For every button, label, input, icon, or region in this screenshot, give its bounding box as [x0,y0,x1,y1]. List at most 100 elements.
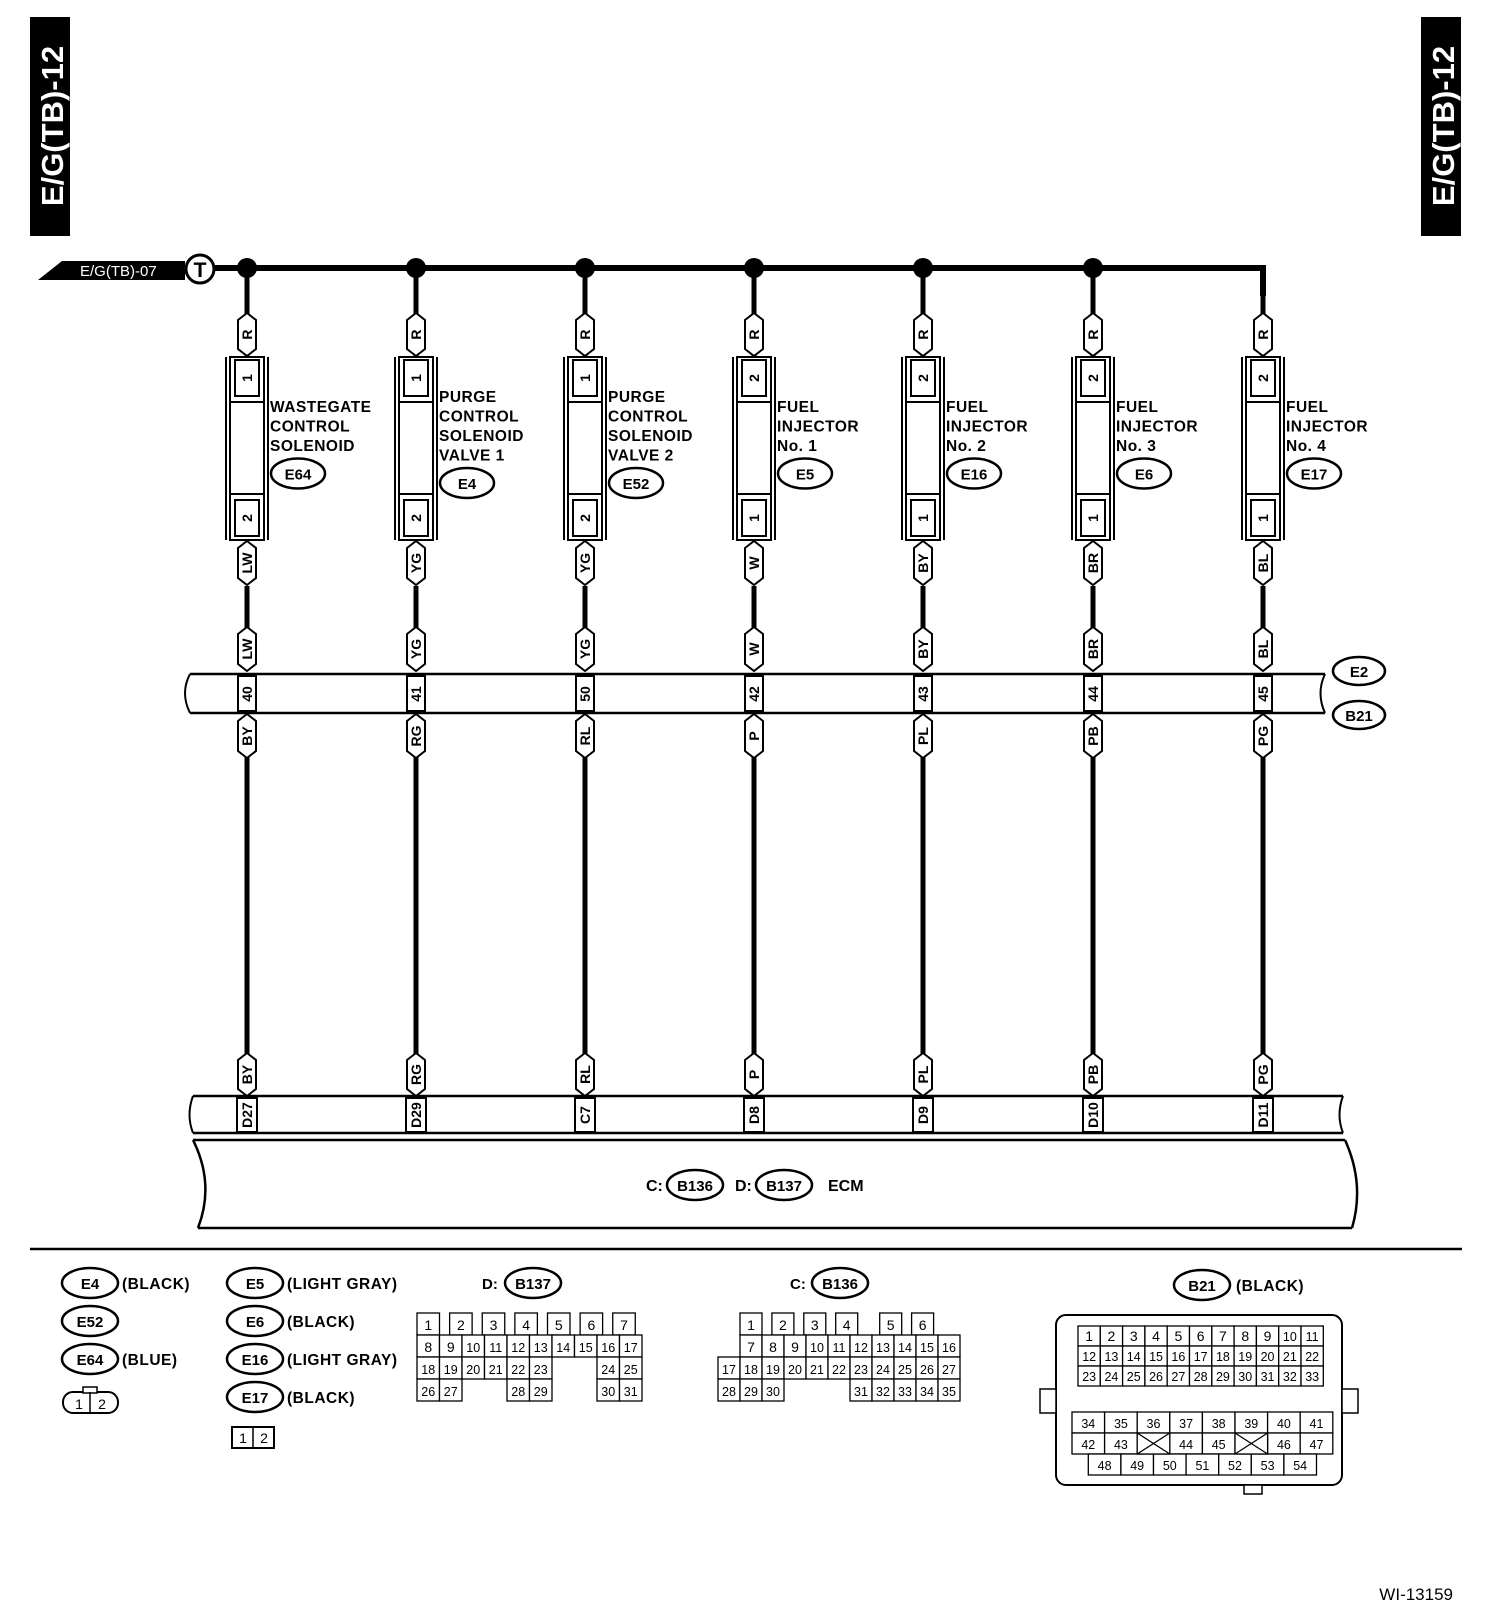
wire-color-ecm: RG [406,1051,426,1098]
pin-number: 50 [1163,1459,1177,1473]
pin-number: 15 [920,1341,934,1355]
joint-pin-cell [1253,675,1273,712]
component-label-line: INJECTOR [777,419,859,436]
pin-number: 9 [791,1339,799,1355]
wire-color-b21: BY [237,712,257,760]
pin-number: 49 [1130,1459,1144,1473]
legend-b137-id: B137 [515,1276,551,1293]
joint-pin-number: 45 [1255,686,1271,702]
joint-connector-e2: E2 [1331,655,1387,687]
legend-pin: 2 [260,1430,268,1446]
pin-number: 5 [1174,1328,1182,1344]
component-label-line: SOLENOID [608,428,693,445]
joint-pin-number: 40 [239,686,255,702]
pin-number: 5 [887,1317,895,1333]
component-label-line: CONTROL [439,409,519,426]
b21-latch-right [1341,1388,1359,1414]
pin-number: 27 [942,1363,956,1377]
legend-oval [225,1304,285,1338]
pin-number: 8 [769,1339,777,1355]
wire-color-mid: BY [913,539,933,587]
pin-number: 25 [1127,1370,1141,1384]
joint-pin-cell [575,675,595,712]
ecm-c-connector: B136 [677,1178,713,1195]
legend-b136-id: B136 [822,1276,858,1293]
pin-number: 33 [898,1385,912,1399]
legend-b21-id: B21 [1188,1278,1216,1295]
joint-pin-cell [237,675,257,712]
legend-oval [1172,1268,1232,1302]
ecm-c-prefix: C: [646,1178,663,1195]
legend-b137-prefix: D: [482,1276,498,1293]
pin-number: 8 [1241,1328,1249,1344]
wire-color-top: R [913,311,933,358]
legend-oval [60,1304,120,1338]
pin-number: 1 [747,1317,755,1333]
component-label-line: INJECTOR [1286,419,1368,436]
component-label-line: FUEL [946,399,988,416]
wire-color-e2-text: BY [915,639,931,659]
pin-cell [438,1378,463,1402]
source-reference: E/G(TB)-07 T [38,253,216,285]
connector-oval [269,457,327,490]
page-tab-left-label: E/G(TB)-12 [35,46,70,206]
pin-number: 7 [747,1339,755,1355]
pin-number: 27 [444,1385,458,1399]
wire-color-mid-text: BR [1085,553,1101,573]
pin-number: 28 [1194,1370,1208,1384]
pin-number: 10 [1283,1330,1297,1344]
legend-connector-color: (BLACK) [287,1314,355,1331]
pin-number: 23 [1082,1370,1096,1384]
wire-color-mid-text: BY [915,553,931,573]
wire-color-top-text: R [915,329,931,339]
pin-number: 6 [587,1317,595,1333]
legend-connector-id: E64 [77,1352,104,1369]
component-label-line: CONTROL [608,409,688,426]
pin-cell [1300,1365,1324,1387]
connector-oval [1115,457,1173,490]
legend-oval [60,1342,120,1376]
pin-number: 43 [1114,1438,1128,1452]
pin-cell [618,1378,643,1402]
wire-color-e2: W [744,625,764,673]
ecm-pin-number: D10 [1085,1102,1101,1128]
pin-number: 9 [1264,1328,1272,1344]
pin-number: 1 [1085,1328,1093,1344]
ecm-pin-number: D8 [746,1106,762,1124]
joint-connector-b21-label: B21 [1345,708,1373,725]
connector-id: E6 [1135,467,1153,484]
joint-connector-e2-label: E2 [1350,664,1368,681]
wire-color-top-text: R [1255,329,1271,339]
pin-number: 4 [843,1317,851,1333]
pin-number: 7 [620,1317,628,1333]
pin-number: 24 [601,1363,615,1377]
pin-number: 29 [534,1385,548,1399]
circuit-e64: R12LWLW40BYBYD27WASTEGATECONTROLSOLENOID… [225,258,371,1133]
pin-bottom-number: 1 [915,514,931,522]
b21-latch-left [1039,1388,1057,1414]
wire-color-b21-text: RG [408,725,424,746]
legend-connector-color: (BLUE) [122,1352,178,1369]
b21-key [1243,1484,1263,1495]
wire-color-mid: YG [406,539,426,587]
pin-number: 6 [919,1317,927,1333]
pin-number: 47 [1310,1438,1324,1452]
wire-color-top-text: R [1085,329,1101,339]
pin-number: 28 [511,1385,525,1399]
circuits: R12LWLW40BYBYD27WASTEGATECONTROLSOLENOID… [225,258,1368,1133]
wire-color-e2-text: YG [577,639,593,659]
legend-connector-color: (LIGHT GRAY) [287,1276,397,1293]
ecm-d-prefix: D: [735,1178,752,1195]
pin-top-number: 2 [1255,374,1271,382]
wire-color-top-text: R [746,329,762,339]
connector-id: E4 [458,476,477,493]
pin-number: 26 [1149,1370,1163,1384]
component-body: 12 [394,356,438,541]
joint-pin-number: 42 [746,686,762,702]
connector-oval [945,457,1003,490]
pin-number: 30 [1238,1370,1252,1384]
empty-pin-cross [1234,1432,1268,1455]
pin-number: 54 [1293,1459,1307,1473]
figure-id: WI-13159 [1379,1585,1453,1604]
